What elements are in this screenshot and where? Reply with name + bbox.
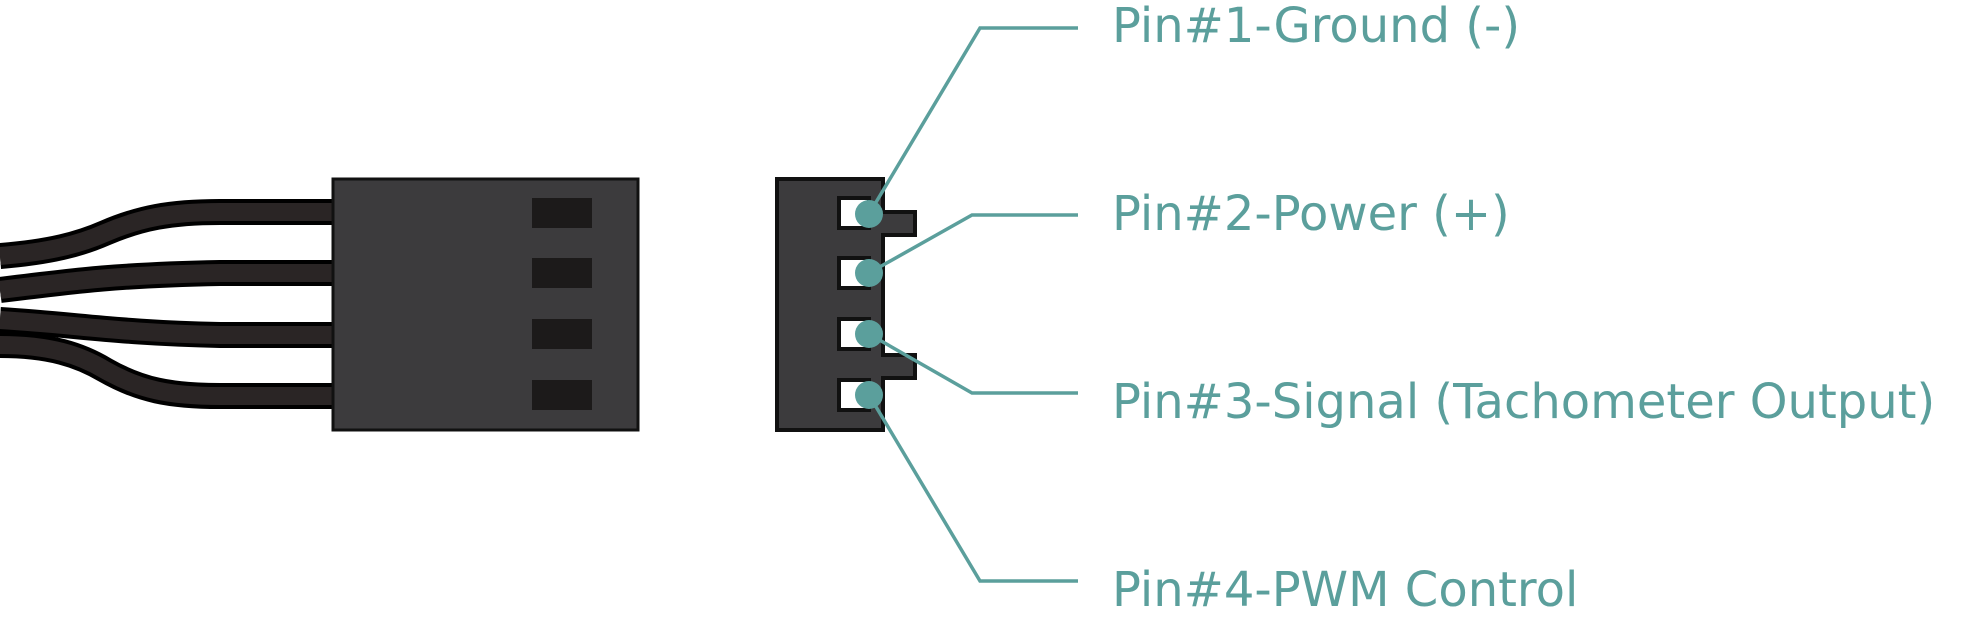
pin-marker-2 (855, 259, 883, 287)
leader-line-1 (867, 26, 1078, 215)
pin-marker-4 (855, 381, 883, 409)
male-header (775, 177, 917, 432)
leader-lines (867, 26, 1078, 583)
pin-1-label: Pin#1-Ground (-) (1112, 0, 1521, 54)
connector-slot-1 (532, 198, 592, 228)
pin-4-label: Pin#4-PWM Control (1112, 562, 1579, 618)
pin-markers (855, 200, 883, 409)
pin-3-label: Pin#3-Signal (Tachometer Output) (1112, 374, 1936, 430)
pin-marker-1 (855, 200, 883, 228)
connector-slot-4 (532, 380, 592, 410)
leader-line-4 (867, 394, 1078, 583)
leader-line-2 (868, 213, 1078, 275)
wire-bundle (0, 199, 335, 409)
wire-4 (0, 336, 335, 405)
wire-3 (0, 311, 335, 344)
female-connector (331, 177, 640, 432)
connector-slot-2 (532, 258, 592, 288)
wire-1 (0, 203, 335, 265)
leader-line-3 (868, 332, 1078, 395)
pin-marker-3 (855, 320, 883, 348)
pin-2-label: Pin#2-Power (+) (1112, 186, 1510, 242)
connector-slot-3 (532, 319, 592, 349)
wire-2 (0, 264, 335, 299)
